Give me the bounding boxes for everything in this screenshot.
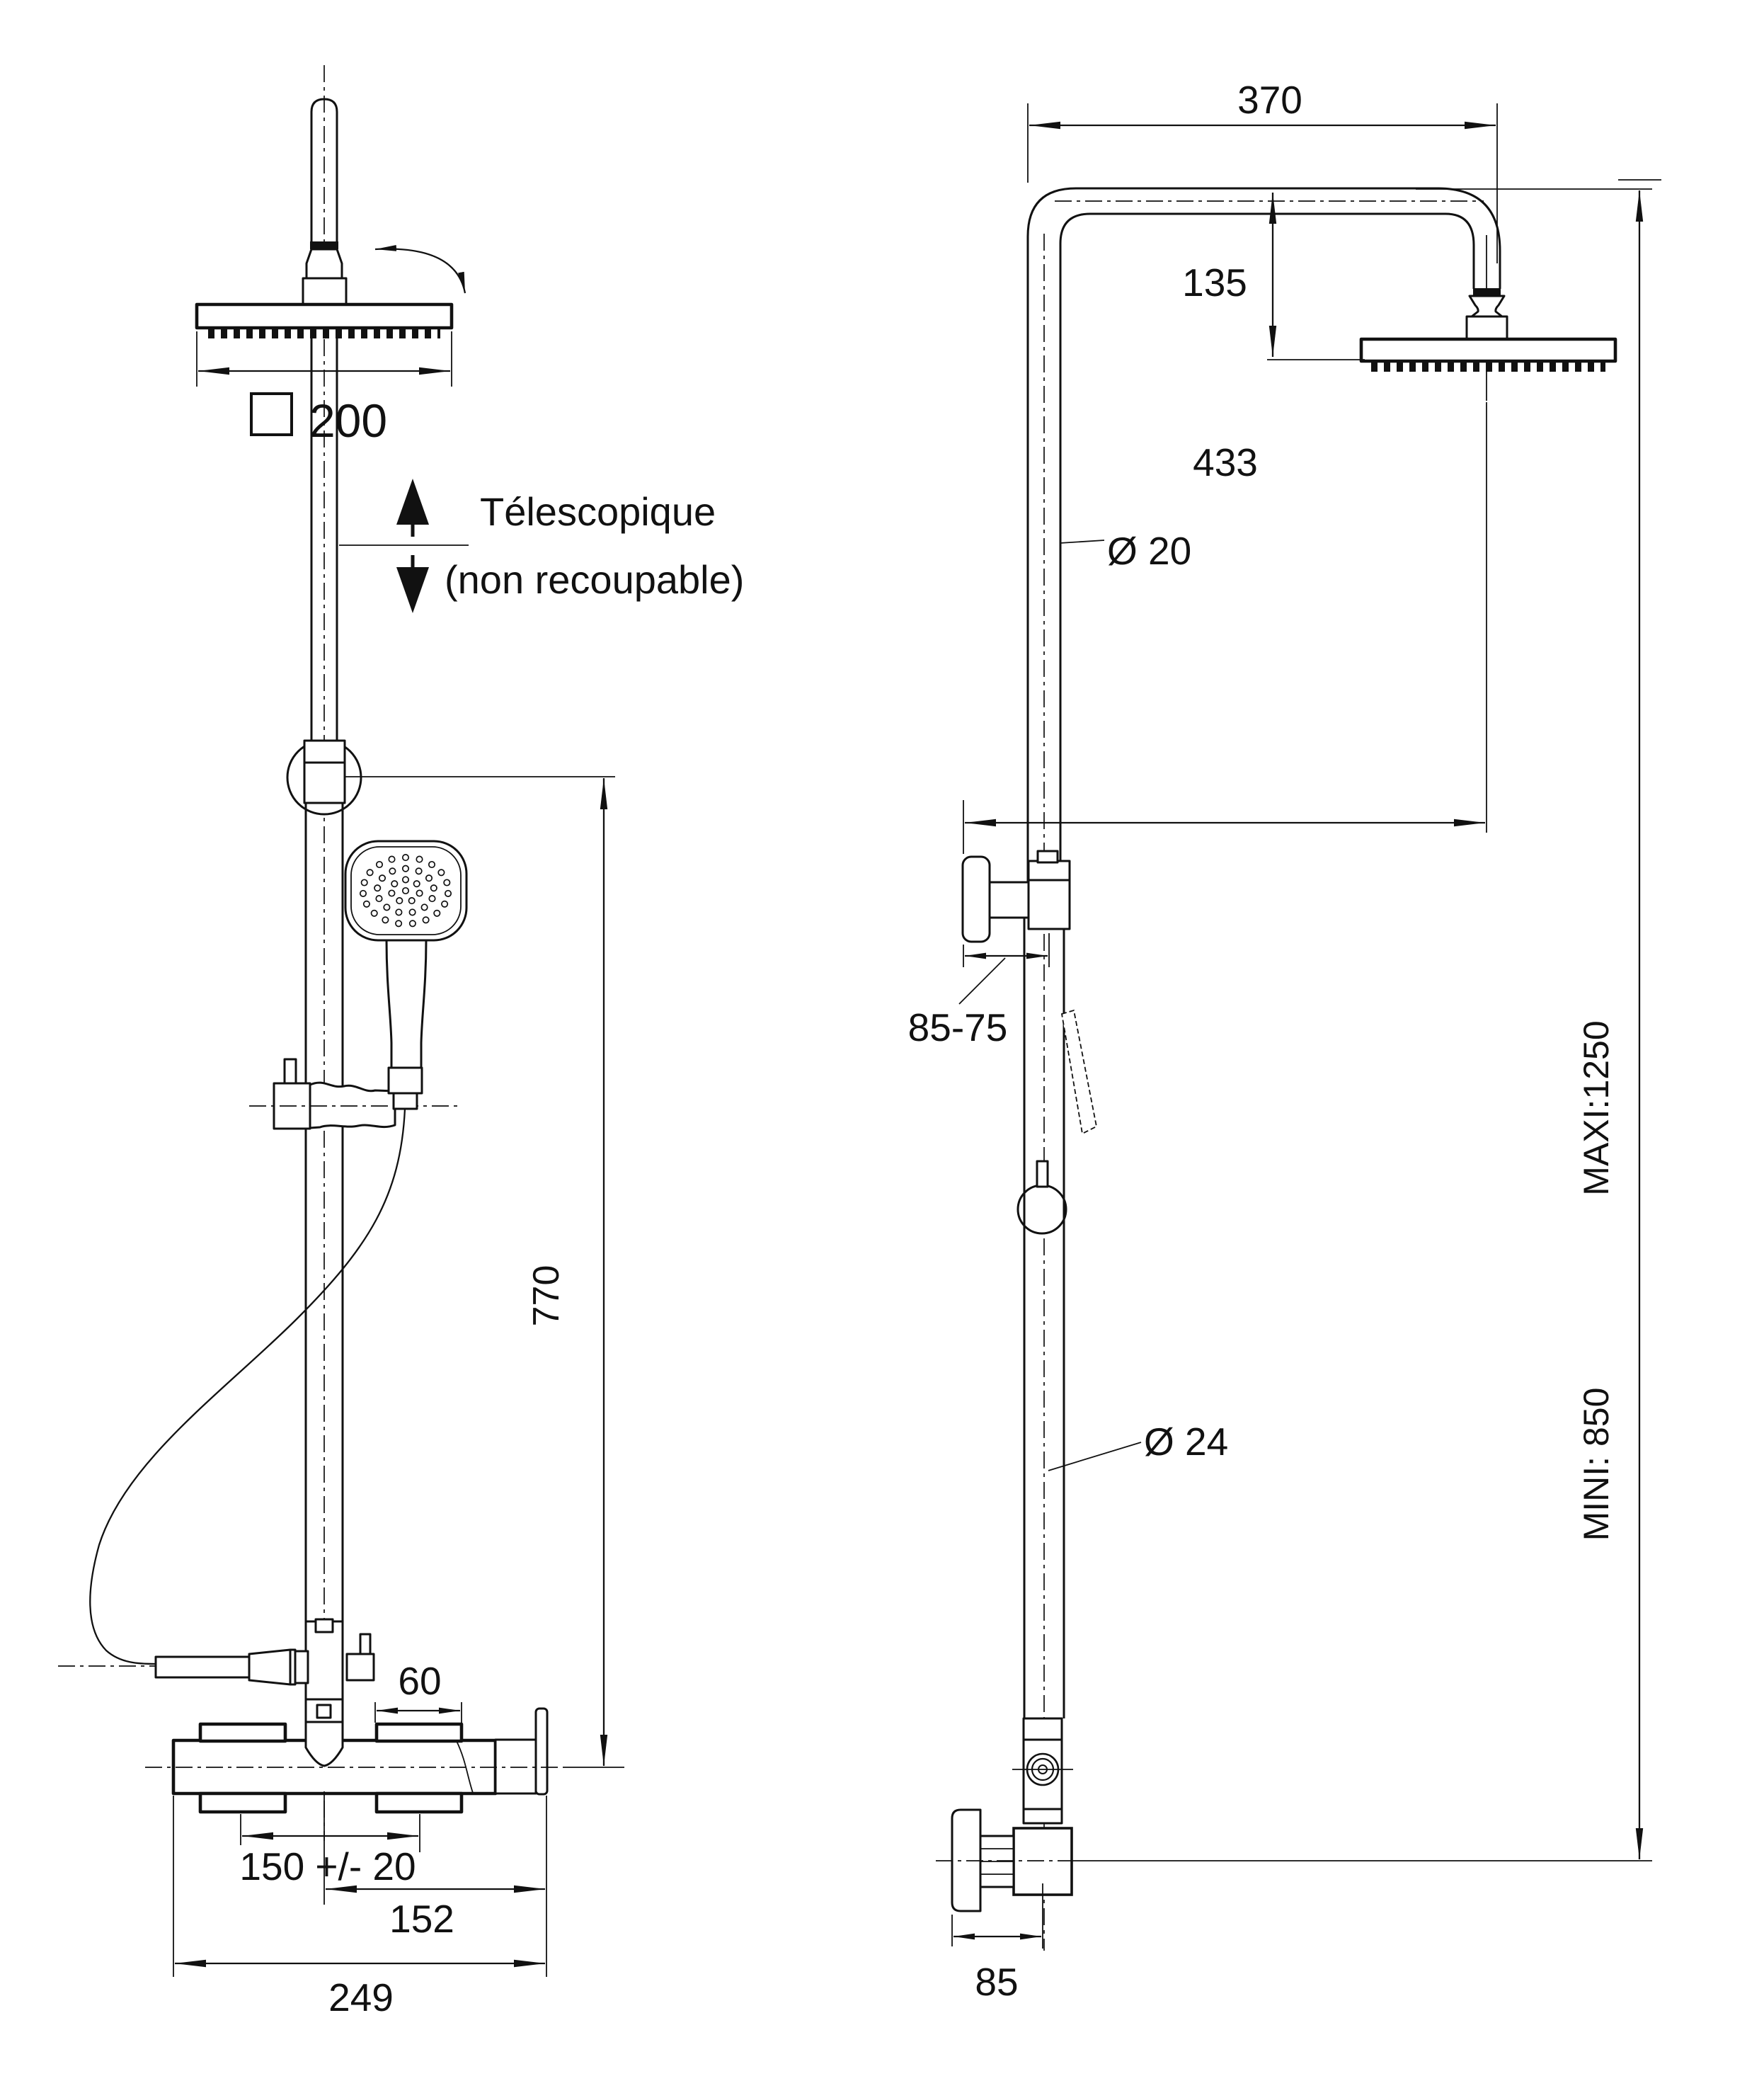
column-joint-sleeve	[303, 739, 346, 804]
lower-pipe	[1023, 908, 1065, 1718]
mini-label: MINI: 850	[1576, 1388, 1616, 1541]
valve-block-bottom-left	[198, 1791, 287, 1814]
dim-8575-label: 85-75	[908, 1005, 1008, 1049]
rotation-arrow-icon	[374, 245, 466, 294]
arm-joint-ring	[1473, 288, 1501, 296]
shower-hose	[89, 1108, 406, 1665]
holder-pin	[283, 1058, 297, 1085]
hose-inlet-pipe	[154, 1655, 251, 1679]
handshower-fitting	[387, 1066, 423, 1095]
dia24-label: Ø 24	[1144, 1420, 1228, 1464]
valve-handle-grip	[494, 1738, 537, 1795]
handshower-handle	[385, 938, 428, 1069]
head-connector	[1468, 295, 1506, 318]
wall-bracket-knob	[961, 855, 991, 943]
valve-block-top-right	[374, 1722, 464, 1743]
top-pipe-ring	[310, 241, 338, 249]
telescopic-label-line2: (non recoupable)	[445, 557, 744, 602]
top-pipe	[310, 98, 338, 304]
hose-inlet-cone	[248, 1648, 297, 1686]
lower-column-tube	[304, 803, 344, 1621]
telescopic-label-line1: Télescopique	[480, 489, 716, 534]
diverter-outlet	[304, 1721, 344, 1767]
handshower-side-profile	[1060, 1009, 1098, 1135]
dim-60-label: 60	[398, 1659, 441, 1703]
overhead-shower-plate	[195, 302, 454, 330]
dim-135-label: 135	[1182, 261, 1247, 304]
dim-150-label: 150 +/- 20	[239, 1844, 416, 1888]
handshower-face-rim	[350, 846, 462, 935]
wall-bracket-tab	[1036, 850, 1059, 864]
handshower-holder	[309, 1081, 396, 1129]
dim-433-label: 433	[1193, 440, 1258, 484]
diverter-bottom-notch	[316, 1704, 332, 1719]
dim-85-label: 85	[975, 1960, 1018, 2004]
dia20-leader	[1059, 540, 1105, 544]
side-ball-pin	[1036, 1160, 1049, 1188]
dim-770-label: 770	[526, 1265, 567, 1327]
upper-column-tube	[310, 328, 338, 741]
valve-handle-endplate	[534, 1707, 549, 1796]
side-valve-adapter	[1022, 1808, 1063, 1825]
head-connector-block	[1465, 315, 1508, 341]
dim-370-label: 370	[1237, 78, 1302, 122]
handshower-spray-dots	[359, 854, 452, 928]
handshower-nipple	[392, 1092, 418, 1110]
up-down-arrow-icon	[396, 479, 429, 613]
wall-bracket-stem	[988, 881, 1031, 919]
side-valve-collar	[1022, 1717, 1063, 1741]
valve-block-bottom-right	[374, 1791, 464, 1814]
head-swivel-cone	[305, 248, 343, 280]
dim-249-label: 249	[328, 1975, 394, 2019]
diverter-top-notch	[314, 1618, 334, 1633]
diverter-side-block	[345, 1653, 375, 1682]
pipe-and-arm-inner	[1059, 212, 1475, 910]
dia24-leader	[1048, 1442, 1142, 1471]
flange-connector-ribs	[980, 1848, 1014, 1875]
front-view: 200 Télescopique (non recoupable)	[58, 65, 744, 2019]
square-symbol-icon	[250, 392, 293, 436]
side-view: 370 135 Ø 20 433 85-75 Ø 24 MAXI:1250 MI…	[908, 78, 1661, 2004]
head-swivel-nut	[302, 277, 348, 307]
pipe-and-arm-outer	[1026, 187, 1501, 910]
valve-block-top-left	[198, 1722, 287, 1743]
maxi-label: MAXI:1250	[1576, 1020, 1616, 1195]
dim-200-label: 200	[309, 394, 387, 447]
side-shower-plate	[1359, 337, 1617, 363]
dim-8575-leader	[958, 957, 1006, 1005]
wall-bracket-clamp	[1027, 860, 1071, 930]
hose-inlet-connector	[294, 1650, 309, 1684]
dim-152-label: 152	[389, 1897, 454, 1941]
dia20-label: Ø 20	[1107, 529, 1191, 573]
diverter-side-pin	[359, 1633, 372, 1655]
